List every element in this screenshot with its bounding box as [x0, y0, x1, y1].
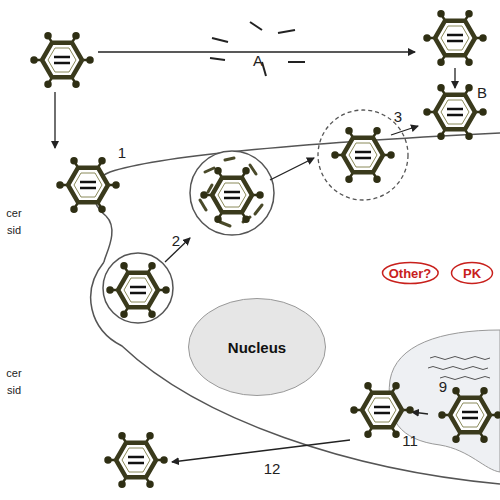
- cut-label: sid: [7, 225, 21, 236]
- callout-number: 2: [172, 233, 180, 248]
- cut-label: cer: [6, 368, 21, 379]
- node-text: Other?: [389, 266, 432, 281]
- callout-number: 3: [394, 109, 402, 124]
- factor-oval: Other?: [381, 261, 440, 285]
- node-text: Nucleus: [228, 339, 286, 356]
- callout-number: 11: [402, 433, 418, 448]
- node-text: PK: [463, 266, 481, 281]
- callout-number: 12: [264, 461, 281, 476]
- factor-oval: PK: [450, 261, 494, 285]
- cut-label: sid: [7, 385, 21, 396]
- callout-number: A: [253, 53, 263, 68]
- cut-label: cer: [6, 208, 21, 219]
- callout-number: B: [477, 85, 487, 100]
- callout-number: 1: [118, 145, 126, 160]
- nucleus-ellipse: Nucleus: [187, 297, 327, 397]
- callout-number: 9: [439, 379, 447, 394]
